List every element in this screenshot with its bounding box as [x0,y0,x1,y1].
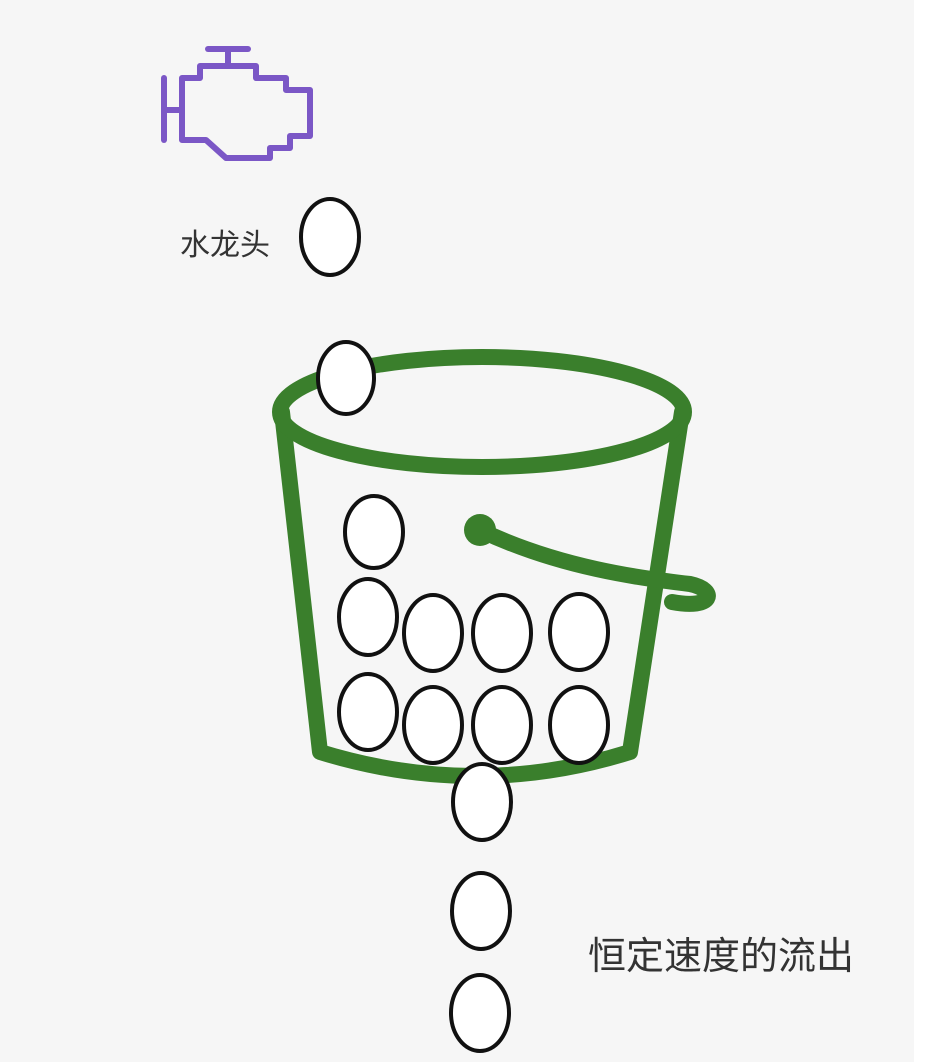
drop-in-bucket [337,672,399,752]
drop-falling-1 [299,197,361,277]
bucket-rim [272,349,692,475]
water-drops [299,197,610,1053]
drop-in-bucket [471,593,533,673]
drop-in-bucket [548,592,610,672]
drop-in-bucket [343,494,405,570]
drop-in-bucket [402,685,464,765]
drop-in-bucket [548,685,610,765]
drop-in-bucket [337,577,399,657]
faucet-label: 水龙头 [180,228,270,263]
drop-outflow-2 [450,871,512,951]
engine-icon [161,46,313,161]
outflow-label: 恒定速度的流出 [588,934,855,978]
drop-in-bucket [471,685,533,765]
bucket-handle [472,522,716,612]
drop-outflow-3 [449,973,511,1053]
drop-outflow-1 [451,762,513,842]
drop-in-bucket [402,593,464,673]
drop-falling-2 [316,340,376,416]
bucket-handle-knob [464,514,496,546]
